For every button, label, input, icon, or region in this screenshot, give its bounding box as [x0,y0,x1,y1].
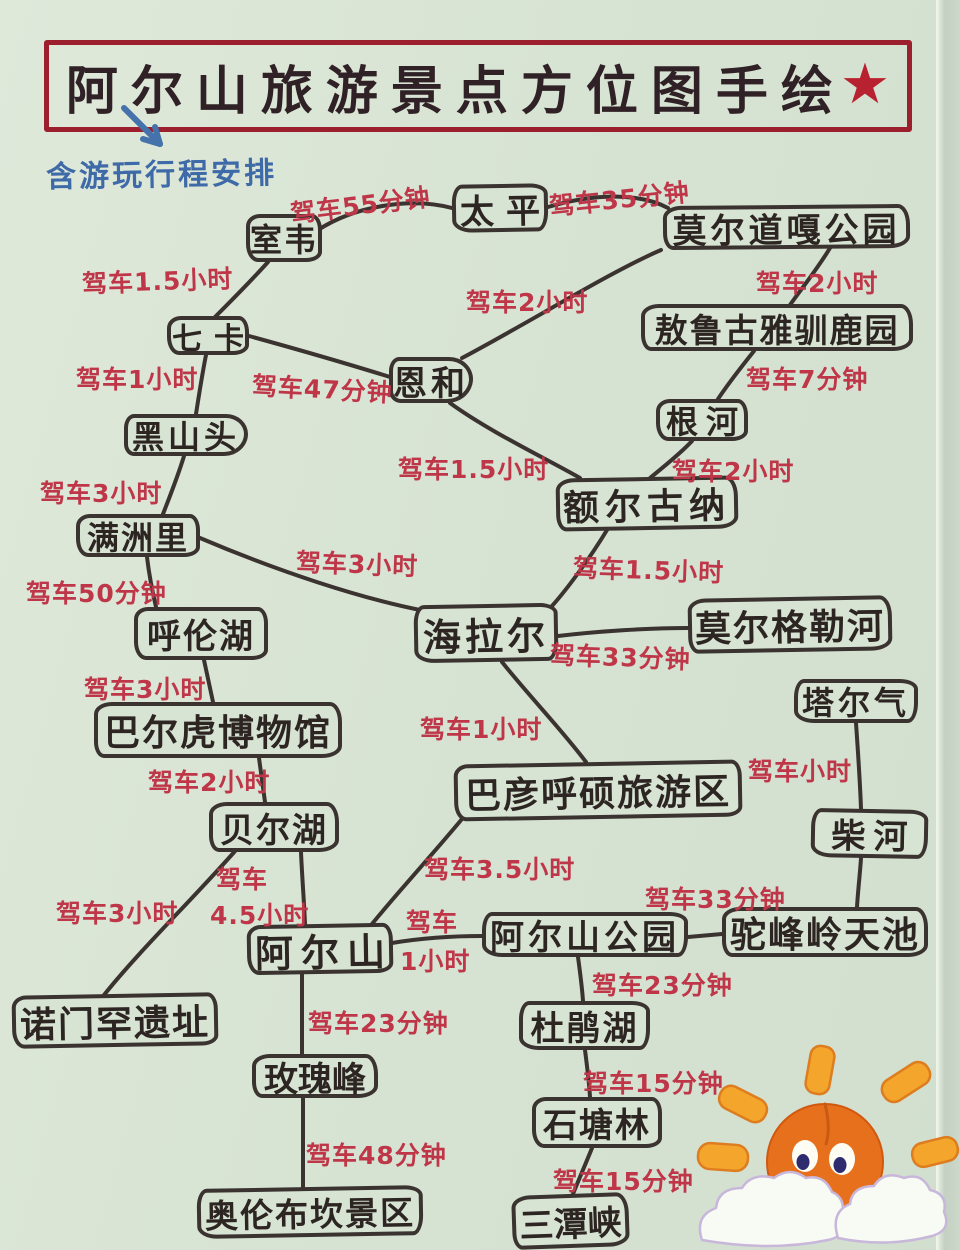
route-line [500,660,588,764]
edge-label-qika-enhe: 驾车47分钟 [251,371,394,408]
route-line [460,248,663,360]
map-node-enhe: 恩和 [389,357,473,404]
edge-label-dujuan-shitanglin: 驾车15分钟 [583,1069,724,1098]
title-box: 阿尔山旅游景点方位图手绘 ★ [44,40,912,132]
edge-label-taerqi-chaihe: 驾车小时 [748,757,853,786]
route-line [448,401,582,480]
map-node-qika: 七卡 [167,316,249,357]
route-line [102,848,238,997]
route-line [370,817,464,926]
edge-label-manzhouli-hulun: 驾车50分钟 [26,579,167,608]
edge-label-qika-heishantou: 驾车1小时 [76,365,199,394]
edge-label-aershan-park-line1: 驾车 [406,908,459,937]
route-line [788,246,832,307]
map-node-meigui-peak: 玫瑰峰 [252,1054,378,1100]
edge-label-heishantou-manzhouli: 驾车3小时 [40,479,163,508]
photo-paper-edge [936,0,960,1250]
route-line [550,528,609,608]
route-line [716,349,756,401]
edge-label-park-dujuan: 驾车23分钟 [592,971,733,1000]
map-node-taerqi: 塔尔气 [794,679,918,723]
map-node-aershan-park: 阿尔山公园 [482,912,688,958]
edge-label-hailaer-bayanhushuo: 驾车1小时 [420,715,543,744]
edge-label-manzhouli-hailaer: 驾车3小时 [295,547,419,582]
edge-label-barhu-beier: 驾车2小时 [148,768,271,797]
edge-label-beier-aershan-line2: 4.5小时 [210,901,310,930]
edge-label-genhe-eerguna: 驾车2小时 [672,457,795,486]
route-line [194,353,208,416]
route-line [583,1048,592,1099]
route-line [145,555,158,609]
edge-label-shiwei-qika: 驾车1.5小时 [81,264,234,299]
route-line [855,856,863,909]
route-line [546,194,670,210]
route-line [576,955,585,1003]
annotation-arrow-icon [121,105,163,147]
route-line [247,334,392,379]
map-node-moerdaoga-park: 莫尔道嘎公园 [662,203,911,251]
map-node-aolunbukan-area: 奥伦布坎景区 [196,1185,424,1239]
route-line [556,626,690,638]
map-node-manzhouli: 满洲里 [76,514,200,557]
star-icon: ★ [839,51,891,117]
map-node-tuofengling-tianchi: 驼峰岭天池 [722,907,928,957]
edge-label-enhe-moerdaoga: 驾车2小时 [466,288,589,317]
map-node-aoluguya-reindeer-park: 敖鲁古雅驯鹿园 [641,304,913,351]
route-line [202,658,215,704]
map-node-barhu-museum: 巴尔虎博物馆 [94,702,342,758]
edge-label-beier-aershan-line1: 驾车 [216,865,269,894]
edge-label-hulun-barhu: 驾车3小时 [84,675,207,704]
edge-label-meigui-aolunbukan: 驾车48分钟 [306,1141,447,1170]
map-node-hailaer: 海拉尔 [413,602,559,664]
sun-behind-clouds-icon [696,1044,960,1248]
route-line [648,439,694,480]
edge-label-aershan-meigui: 驾车23分钟 [308,1009,449,1038]
route-line [316,201,454,232]
route-line [571,1146,594,1196]
edge-label-hailaer-moergele: 驾车33分钟 [549,640,692,675]
map-node-shiwei: 室韦 [246,214,322,262]
map-node-chaihe: 柴河 [810,807,929,860]
map-node-moergele-river: 莫尔格勒河 [687,595,893,654]
route-line [854,721,863,811]
edge-label-aershan-park-line2: 1小时 [400,947,471,976]
map-node-santan-gorge: 三潭峡 [511,1191,630,1250]
route-line [299,850,307,926]
edge-label-enhe-eerguna: 驾车1.5小时 [398,455,550,484]
route-line [213,260,270,319]
route-line [390,934,484,945]
subtitle-annotation: 含游玩行程安排 [45,155,278,196]
map-node-hulun-lake: 呼伦湖 [134,607,268,660]
map-node-bayanhushuo-area: 巴彦呼硕旅游区 [453,759,743,822]
edge-label-moerdaoga-aoluguya: 驾车2小时 [756,269,879,298]
edge-label-park-tuofengling: 驾车33分钟 [645,885,786,914]
map-node-taiping: 太平 [451,183,552,233]
route-line [257,756,267,804]
route-line [686,932,724,939]
edge-label-eerguna-hailaer: 驾车1.5小时 [572,553,725,588]
edge-label-aoluguya-genhe: 驾车7分钟 [746,365,869,394]
map-node-heishantou: 黑山头 [124,414,248,456]
route-line [161,454,186,516]
edge-label-beier-nuomenhan: 驾车3小时 [56,899,179,928]
map-node-shitanglin: 石塘林 [532,1097,662,1148]
map-node-nuomenhan-site: 诺门罕遗址 [11,992,219,1049]
page-title: 阿尔山旅游景点方位图手绘 [65,61,846,122]
map-node-beier-lake: 贝尔湖 [209,802,339,852]
route-line [198,536,422,612]
map-node-dujuan-lake: 杜鹃湖 [519,1001,650,1050]
map-node-genhe: 根河 [656,399,748,441]
edge-label-bayanhushuo-aershan: 驾车3.5小时 [424,855,576,884]
edge-label-shitanglin-santan: 驾车15分钟 [553,1167,694,1196]
